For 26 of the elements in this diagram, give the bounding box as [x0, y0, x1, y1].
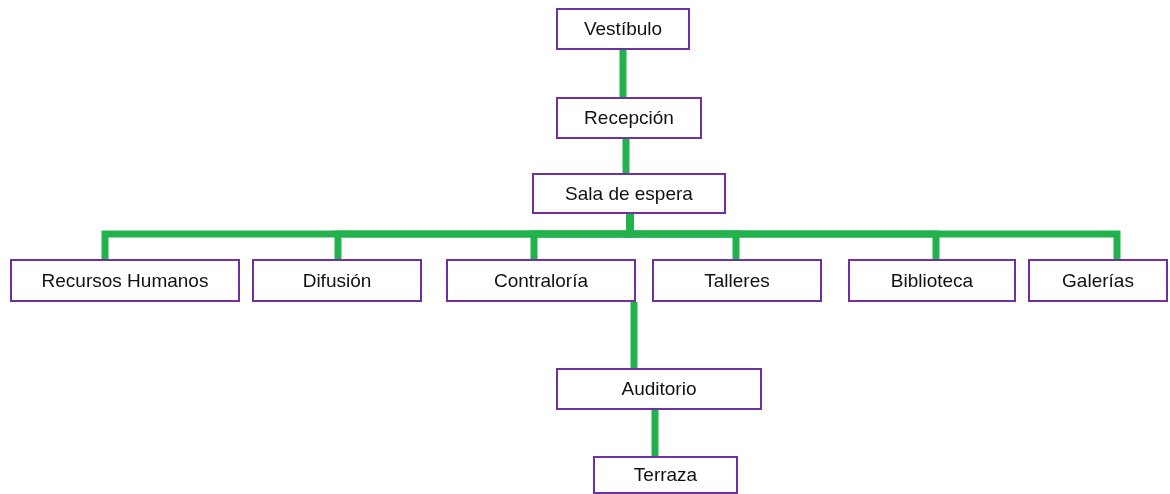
process-box	[10, 259, 240, 302]
connector-line	[651, 410, 659, 456]
box-label: Contraloría	[494, 269, 588, 292]
process-box	[252, 259, 422, 302]
process-box	[848, 259, 1016, 302]
box-label: Recursos Humanos	[41, 269, 209, 292]
box-label: Terraza	[633, 464, 698, 486]
box-label: Biblioteca	[890, 269, 974, 292]
box-label: Vestíbulo	[583, 18, 663, 40]
process-box	[652, 259, 822, 302]
box-label: Difusión	[302, 269, 372, 292]
box-label: Talleres	[704, 269, 770, 292]
process-box	[1028, 259, 1168, 302]
process-box	[593, 456, 738, 494]
box-label: Recepción	[584, 107, 674, 129]
connector-line	[630, 302, 638, 368]
process-box	[556, 8, 690, 50]
process-box	[556, 368, 762, 410]
connector-line	[622, 139, 630, 173]
process-box	[446, 259, 636, 302]
box-label: Sala de espera	[565, 182, 693, 205]
box-label: Galerías	[1062, 269, 1134, 292]
process-box	[556, 97, 702, 139]
process-box	[532, 173, 726, 214]
connector-line	[619, 50, 627, 97]
box-label: Auditorio	[621, 378, 697, 400]
